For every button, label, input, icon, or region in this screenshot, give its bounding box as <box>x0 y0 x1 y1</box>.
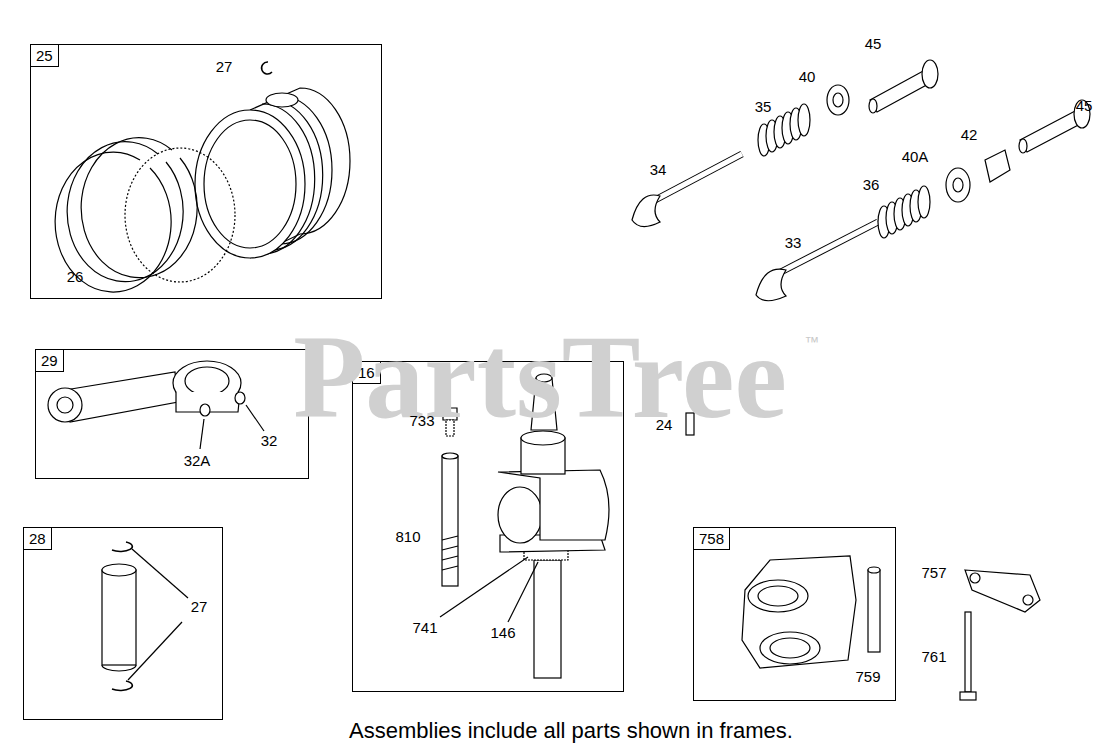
callout-number: 757 <box>921 564 946 582</box>
callout-number: 741 <box>412 619 437 637</box>
callout-number: 27 <box>216 58 233 76</box>
callout-number: 33 <box>785 234 802 252</box>
assembly-frame: 28 <box>23 527 223 720</box>
assembly-frame: 29 <box>35 349 309 479</box>
callout-number: 40A <box>902 148 929 166</box>
valve-train <box>632 60 1090 301</box>
callout-number: 810 <box>395 528 420 546</box>
callout-number: 146 <box>490 624 515 642</box>
callout-number: 733 <box>409 412 434 430</box>
callout-number: 759 <box>855 668 880 686</box>
governor-bracket <box>742 556 880 668</box>
assembly-frame: 25 <box>30 44 382 299</box>
callout-number: 35 <box>755 98 772 116</box>
callout-number: 32A <box>184 452 211 470</box>
callout-number: 27 <box>191 598 208 616</box>
frame-number: 28 <box>24 528 52 550</box>
link-and-bolt <box>960 570 1040 700</box>
callout-number: 34 <box>650 161 667 179</box>
connecting-rod <box>48 361 264 449</box>
trademark-mark: ™ <box>805 334 820 350</box>
callout-number: 42 <box>961 126 978 144</box>
piston <box>195 62 350 258</box>
watermark: PartsTree <box>293 318 787 438</box>
frame-number: 758 <box>694 528 730 550</box>
callout-number: 45 <box>865 35 882 53</box>
callout-number: 24 <box>656 416 673 434</box>
frame-number: 25 <box>31 45 59 67</box>
callout-number: 761 <box>921 648 946 666</box>
callout-number: 40 <box>799 68 816 86</box>
callout-number: 45 <box>1076 97 1093 115</box>
caption: Assemblies include all parts shown in fr… <box>349 718 793 744</box>
callout-number: 26 <box>67 268 84 286</box>
piston-pin <box>102 542 188 690</box>
frame-number: 29 <box>36 350 64 372</box>
callout-number: 32 <box>261 432 278 450</box>
callout-number: 36 <box>863 176 880 194</box>
piston-rings <box>55 138 235 292</box>
